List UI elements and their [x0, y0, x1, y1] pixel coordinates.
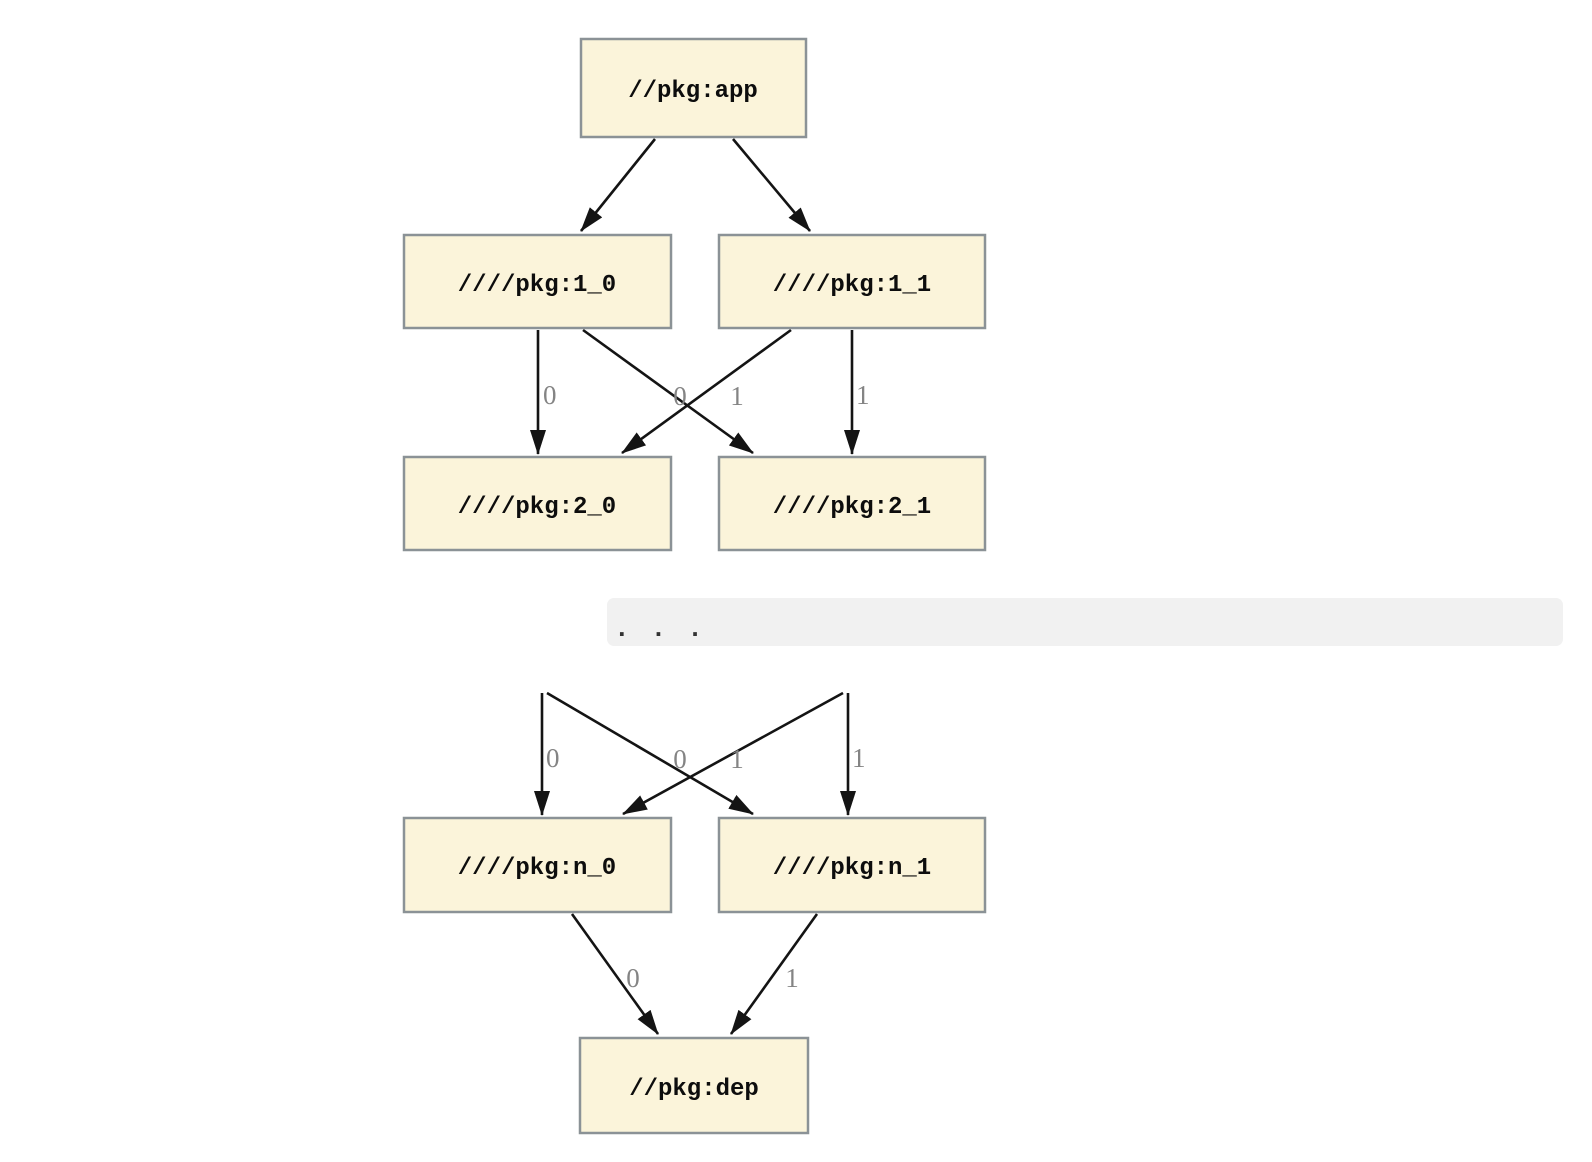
edges-lower: 0 0 1 1 [534, 691, 866, 816]
edge-app-to-1_1 [732, 138, 811, 232]
edge-label: 1 [852, 743, 866, 773]
edge-label: 1 [730, 381, 744, 411]
edge-label: 1 [785, 963, 799, 993]
node-dep: //pkg:dep [578, 1036, 810, 1135]
node-1_0: ////pkg:1_0 [402, 233, 673, 330]
node-app-box [579, 37, 808, 139]
node-1_0-label: ////pkg:1_0 [458, 272, 616, 299]
node-1_0-box [402, 233, 673, 330]
ellipsis-dots: ... [614, 614, 724, 644]
edge-label: 1 [730, 744, 744, 774]
edge-label: 1 [856, 380, 870, 410]
node-2_1: ////pkg:2_1 [717, 455, 987, 552]
ellipsis-band: ... [607, 598, 1563, 646]
node-2_1-label: ////pkg:2_1 [773, 494, 931, 521]
node-n_1-label: ////pkg:n_1 [773, 855, 931, 882]
nodes: //pkg:app ////pkg:1_0 ////pkg:1_1 ////pk… [402, 37, 987, 1135]
edge-hidden-cross-to-n_1 [546, 691, 754, 816]
node-2_0-label: ////pkg:2_0 [458, 494, 616, 521]
node-2_1-box [717, 455, 987, 552]
node-1_1: ////pkg:1_1 [717, 233, 987, 330]
node-1_1-box [717, 233, 987, 330]
edges-top [579, 138, 811, 232]
node-dep-box [578, 1036, 810, 1135]
edges-mid: 0 0 1 1 [530, 328, 870, 455]
edge-label: 0 [543, 380, 557, 410]
node-dep-label: //pkg:dep [629, 1076, 759, 1103]
edge-label: 0 [626, 963, 640, 993]
node-n_0: ////pkg:n_0 [402, 816, 673, 914]
edge-label: 0 [673, 744, 687, 774]
edge-hidden-cross-to-n_0 [622, 691, 844, 816]
node-app: //pkg:app [579, 37, 808, 139]
edges-bottom: 0 1 [570, 913, 819, 1035]
edge-app-to-1_0 [579, 138, 657, 232]
ellipsis-band-background [607, 598, 1563, 646]
node-2_0-box [402, 455, 673, 552]
node-app-label: //pkg:app [628, 78, 758, 105]
edge-label: 0 [546, 743, 560, 773]
node-n_1-box [717, 816, 987, 914]
node-1_1-label: ////pkg:1_1 [773, 272, 931, 299]
node-2_0: ////pkg:2_0 [402, 455, 673, 552]
node-n_1: ////pkg:n_1 [717, 816, 987, 914]
edge-1_0-to-2_1 [582, 328, 754, 455]
edge-label: 0 [673, 381, 687, 411]
edge-n_1-to-dep [729, 913, 819, 1035]
edge-1_1-to-2_0 [621, 328, 792, 455]
node-n_0-box [402, 816, 673, 914]
edge-n_0-to-dep [570, 913, 660, 1035]
node-n_0-label: ////pkg:n_0 [458, 855, 616, 882]
